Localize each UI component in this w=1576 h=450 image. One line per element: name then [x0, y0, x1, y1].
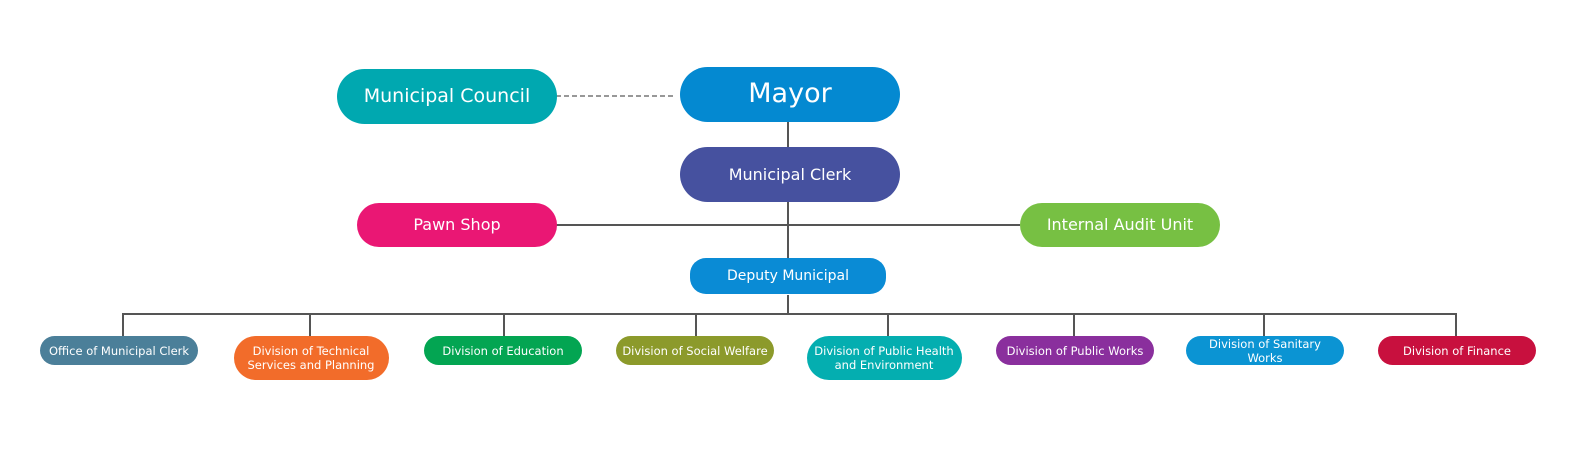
division-node[interactable]: Office of Municipal Clerk [40, 336, 198, 365]
municipal-council-label: Municipal Council [363, 85, 531, 108]
division-label: Division of Public Health and Environmen… [814, 344, 954, 372]
division-label: Division of Technical Services and Plann… [247, 344, 375, 372]
division-label: Office of Municipal Clerk [48, 343, 190, 358]
mayor-label: Mayor [748, 78, 832, 110]
municipal-clerk-node[interactable]: Municipal Clerk [680, 147, 900, 202]
internal-audit-unit-label: Internal Audit Unit [1046, 215, 1194, 235]
municipal-council-node[interactable]: Municipal Council [337, 69, 557, 124]
division-label: Division of Finance [1403, 343, 1511, 358]
pawn-shop-label: Pawn Shop [413, 215, 501, 235]
division-label: Division of Education [442, 343, 564, 358]
division-node[interactable]: Division of Public Health and Environmen… [806, 336, 962, 380]
division-node[interactable]: Division of Technical Services and Plann… [233, 336, 389, 380]
division-label: Division of Sanitary Works [1209, 336, 1321, 365]
mayor-node[interactable]: Mayor [680, 67, 900, 122]
division-node[interactable]: Division of Public Works [996, 336, 1154, 365]
division-node[interactable]: Division of Sanitary Works [1186, 336, 1344, 365]
deputy-municipal-label: Deputy Municipal [726, 267, 850, 284]
division-label: Division of Social Welfare [622, 343, 768, 358]
division-label: Division of Public Works [1006, 343, 1144, 358]
division-node[interactable]: Division of Education [424, 336, 582, 365]
pawn-shop-node[interactable]: Pawn Shop [357, 203, 557, 247]
division-node[interactable]: Division of Finance [1378, 336, 1536, 365]
division-node[interactable]: Division of Social Welfare [616, 336, 774, 365]
internal-audit-unit-node[interactable]: Internal Audit Unit [1020, 203, 1220, 247]
municipal-clerk-label: Municipal Clerk [728, 164, 852, 184]
deputy-municipal-node[interactable]: Deputy Municipal [690, 258, 886, 294]
